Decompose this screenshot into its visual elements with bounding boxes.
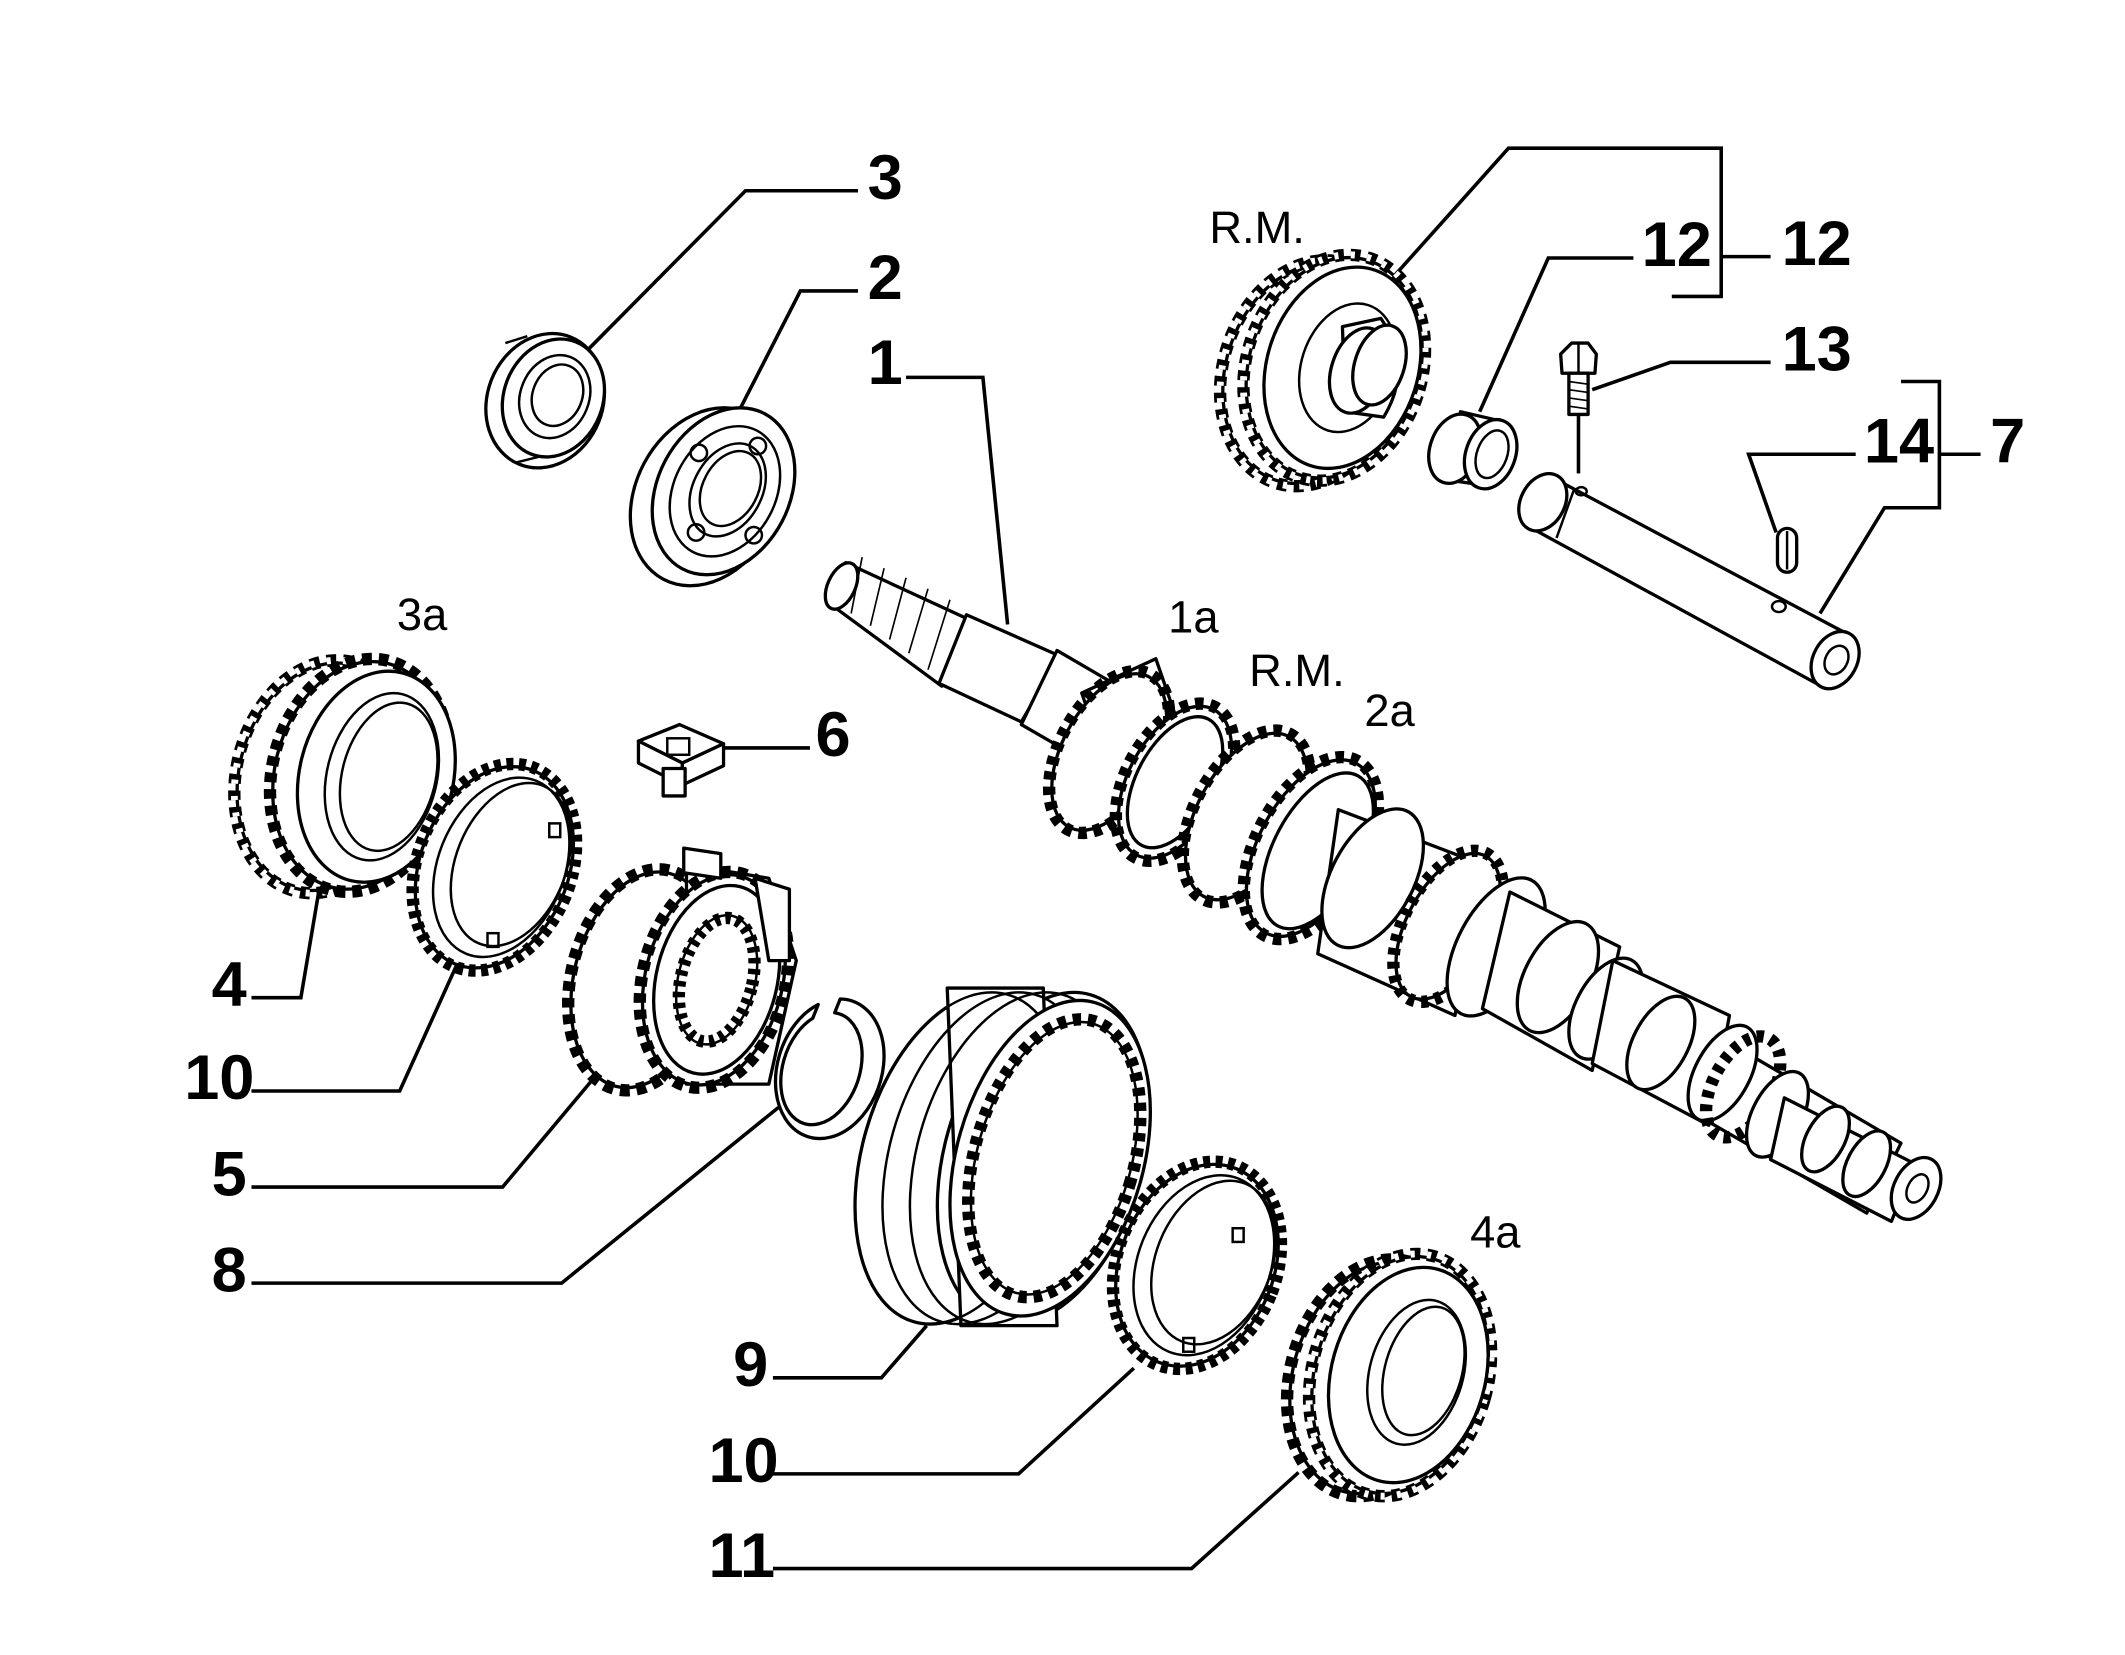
callout-10-left: 10 [184, 1043, 254, 1113]
block-icon [636, 722, 726, 798]
callout-4: 4 [212, 950, 247, 1020]
label-4a: 4a [1470, 1206, 1521, 1257]
gear-icon [1213, 248, 1432, 493]
label-rm-shaft: R.M. [1249, 645, 1345, 696]
gear-4a [1280, 1247, 1498, 1503]
callout-5: 5 [212, 1139, 247, 1209]
pin-icon [1775, 526, 1799, 574]
synchro-ring-right [1106, 1155, 1288, 1376]
sleeve-icon [853, 986, 1152, 1328]
callout-10-right: 10 [708, 1426, 778, 1496]
sub-labels: R.M. R.M. 1a 2a 3a 4a [397, 202, 1521, 1258]
ring-icon [773, 997, 886, 1141]
gear-icon [1280, 1247, 1498, 1503]
sliding-sleeve [853, 986, 1152, 1328]
synchro-ring-left [406, 757, 583, 977]
large-bearing [628, 406, 797, 588]
callout-7: 7 [1990, 406, 2025, 476]
callout-14: 13 [1782, 315, 1852, 385]
bolt [1559, 341, 1598, 417]
callout-labels: 3 2 1 12 12 13 14 7 6 4 10 5 8 9 10 11 [184, 143, 2025, 1591]
ring-icon [406, 757, 583, 977]
callout-9: 9 [733, 1330, 768, 1400]
bushing [1427, 410, 1519, 491]
ring-icon [1106, 1155, 1288, 1376]
shaft-icon [1517, 472, 1861, 691]
idler-shaft [1517, 472, 1861, 691]
label-1a: 1a [1168, 592, 1219, 643]
bearing-icon [628, 406, 797, 588]
callout-12: 12 [1782, 209, 1852, 279]
label-3a: 3a [397, 589, 448, 640]
callout-1: 1 [868, 328, 903, 398]
selector-block [636, 722, 726, 798]
bushing-icon [1427, 410, 1519, 491]
bolt-icon [1559, 341, 1598, 417]
hub-icon [561, 846, 798, 1097]
main-shaft [823, 556, 1943, 1223]
callout-8: 8 [212, 1235, 247, 1305]
bearing-icon [484, 331, 607, 470]
synchro-hub [561, 846, 798, 1097]
small-bearing [484, 331, 607, 470]
reverse-gear-kit [1213, 248, 1432, 493]
label-rm-top: R.M. [1209, 202, 1305, 253]
callout-13: 12 [1642, 210, 1712, 280]
label-2a: 2a [1364, 685, 1415, 736]
shaft-icon [823, 556, 1943, 1223]
callout-15: 14 [1864, 406, 1934, 476]
callout-3: 3 [868, 143, 903, 213]
callout-6: 6 [815, 700, 850, 770]
pin [1775, 526, 1799, 574]
callout-2: 2 [868, 243, 903, 313]
callout-11: 11 [708, 1521, 775, 1591]
snap-ring [773, 997, 886, 1141]
